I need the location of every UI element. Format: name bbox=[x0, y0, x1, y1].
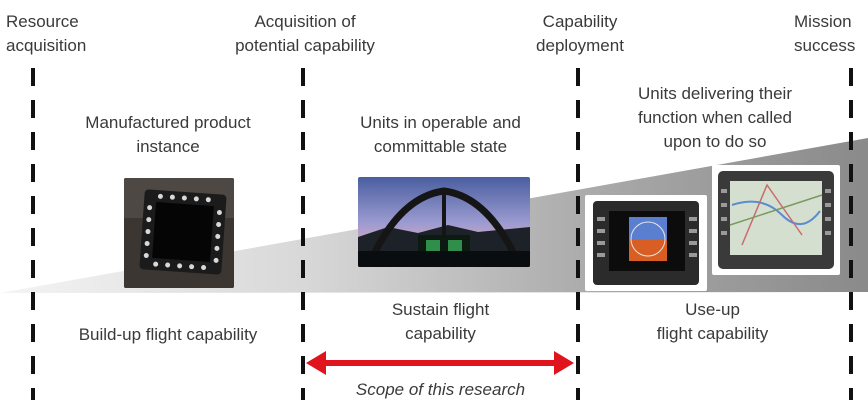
cockpit-display-photo-2 bbox=[712, 165, 840, 275]
scope-arrow-right-head bbox=[554, 351, 574, 375]
product-display-photo bbox=[124, 178, 234, 288]
stage-1-capability: Build-up flight capability bbox=[78, 325, 258, 344]
cockpit-display-photo-1 bbox=[585, 195, 707, 291]
cockpit-photo bbox=[358, 177, 530, 267]
scope-label: Scope of this research bbox=[355, 380, 526, 399]
scope-arrow-left-head bbox=[306, 351, 326, 375]
